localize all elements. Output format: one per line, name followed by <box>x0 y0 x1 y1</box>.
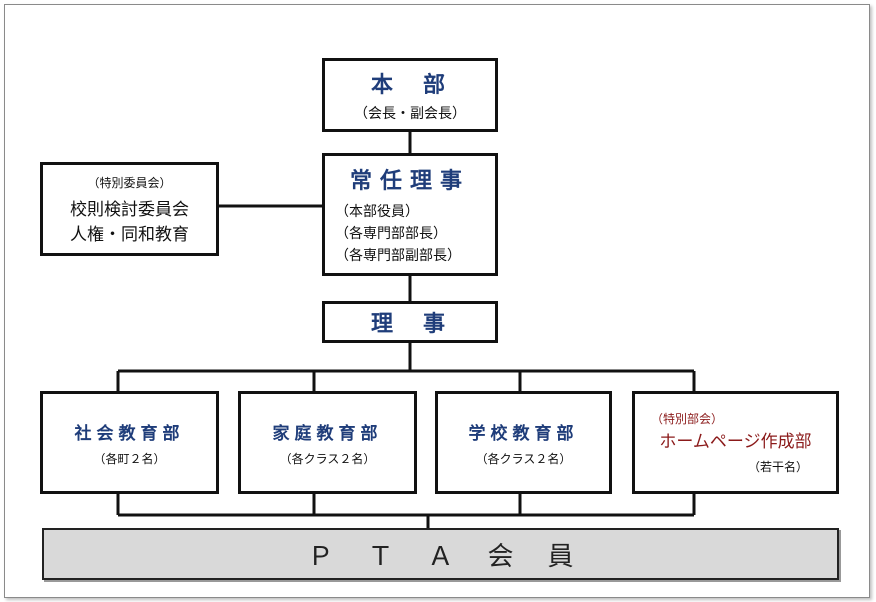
joninriji-line-1: （本部役員） <box>335 203 419 220</box>
pta-title: ＰＴＡ会員 <box>307 541 608 572</box>
iinkai-line-1: 校則検討委員会 <box>70 199 189 220</box>
dept-shakai-box: 社会教育部 （各町２名） <box>40 391 219 494</box>
honbu-box: 本 部 （会長・副会長） <box>322 58 498 132</box>
dept-title: 学校教育部 <box>468 423 579 444</box>
riji-box: 理 事 <box>322 301 498 343</box>
iinkai-label: （特別委員会） <box>87 175 172 190</box>
diagram-frame <box>4 4 870 598</box>
dept-homepage-box: （特別部会） ホームページ作成部 （若干名） <box>632 391 839 494</box>
dept-sub: （各町２名） <box>93 451 166 466</box>
joninriji-line-2: （各専門部部長） <box>335 225 447 242</box>
dept-title: 社会教育部 <box>74 423 185 444</box>
dept-sub: （各クラス２名） <box>279 451 376 466</box>
dept-sub: （若干名） <box>747 460 808 474</box>
honbu-title: 本 部 <box>370 73 449 98</box>
riji-title: 理 事 <box>370 312 449 337</box>
dept-sub: （各クラス２名） <box>475 451 572 466</box>
honbu-sub: （会長・副会長） <box>354 106 466 122</box>
dept-katei-box: 家庭教育部 （各クラス２名） <box>238 391 417 494</box>
joninriji-box: 常任理事 （本部役員） （各専門部部長） （各専門部副部長） <box>322 153 498 276</box>
pta-members-box: ＰＴＡ会員 <box>42 528 839 580</box>
joninriji-title: 常任理事 <box>349 168 470 194</box>
iinkai-line-2: 人権・同和教育 <box>70 224 189 245</box>
dept-title: ホームページ作成部 <box>659 432 812 452</box>
joninriji-line-3: （各専門部副部長） <box>335 247 461 264</box>
tokubetsu-iinkai-box: （特別委員会） 校則検討委員会 人権・同和教育 <box>40 162 219 256</box>
dept-label: （特別部会） <box>651 412 724 426</box>
dept-title: 家庭教育部 <box>272 423 383 444</box>
dept-gakko-box: 学校教育部 （各クラス２名） <box>435 391 612 494</box>
